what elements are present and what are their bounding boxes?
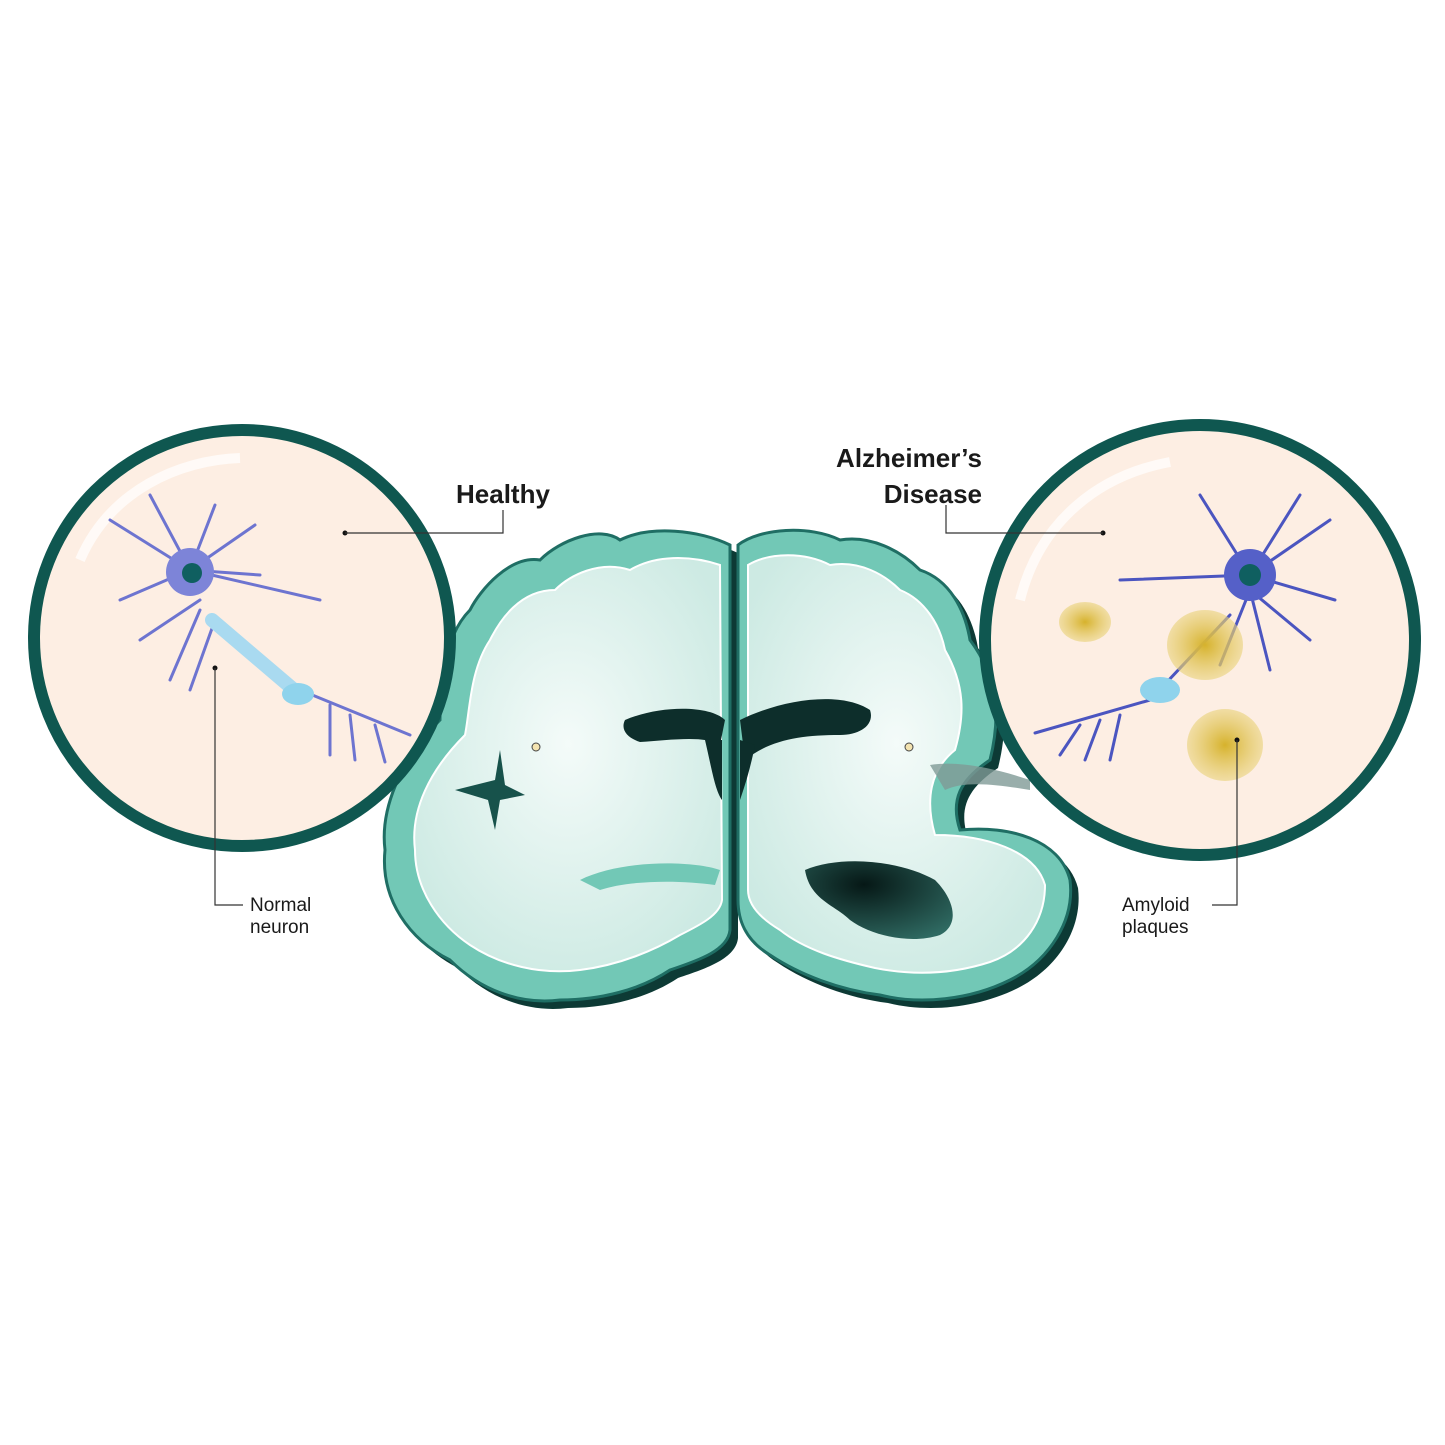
amyloid-plaques-label: Amyloid plaques: [1122, 895, 1190, 939]
alzheimers-title-line2: Disease: [883, 479, 982, 509]
amyloid-plaques-magnifier: [979, 419, 1421, 861]
alzheimers-title-line1: Alzheimer’s: [836, 443, 982, 473]
healthy-brain-hemisphere: [382, 529, 738, 1009]
normal-neuron-label: Normal neuron: [250, 895, 311, 939]
amyloid-plaques-label-line1: Amyloid: [1122, 895, 1190, 916]
healthy-zoom-point: [531, 742, 541, 752]
leader-lines: [214, 505, 1238, 906]
alzheimers-title: Alzheimer’s Disease: [836, 440, 982, 512]
amyloid-plaques-label-line2: plaques: [1122, 917, 1189, 938]
normal-neuron-magnifier: [28, 424, 456, 852]
alzheimers-brain-hemisphere: [736, 528, 1079, 1008]
amyloid-plaque: [1059, 602, 1263, 781]
normal-neuron-label-line2: neuron: [250, 917, 310, 938]
alzheimers-zoom-point: [904, 742, 914, 752]
healthy-title: Healthy: [456, 479, 550, 509]
normal-neuron-label-line1: Normal: [250, 895, 312, 916]
